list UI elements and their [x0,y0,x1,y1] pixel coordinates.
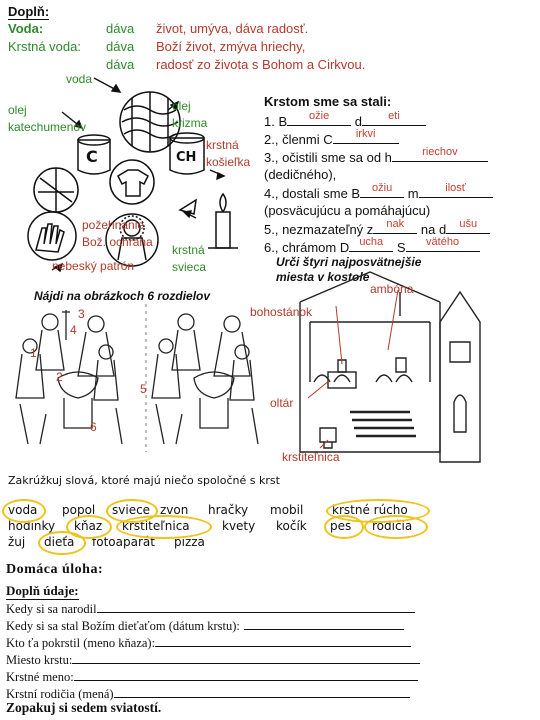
diff-number-4: 4 [70,323,77,337]
symbol-svieca-1: krstná [172,243,205,257]
symbol-olej-kr-2: krizma [172,116,208,130]
word-kvety: kvety [222,519,256,533]
row1-answer: život, umýva, dáva radosť. [156,21,309,36]
word-mobil: mobil [270,503,304,517]
task2-line-1: Urči štyri najposvätnejšie [276,255,422,269]
homework-line-2: Kedy si sa stal Božím dieťaťom (dátum kr… [6,617,404,634]
circle-mark-knaz [66,515,112,539]
blank: vätého [405,236,480,252]
row2-answer: Boží život, zmýva hriechy, [156,39,306,54]
krstom-line-3b: (dedičného), [264,167,337,182]
krstom-title: Krstom sme sa stali: [264,94,392,109]
circle-mark-dieta [38,531,86,555]
blank[interactable] [113,685,410,698]
blank[interactable] [155,634,412,647]
homework-line-3: Kto ťa pokrstil (meno kňaza): [6,634,412,651]
blank[interactable] [243,617,404,630]
circle-mark-rodicia [364,515,428,539]
blank: nak [373,218,418,234]
circle-mark-krstitelnica [116,515,212,539]
homework-subtitle: Doplň údaje: [6,583,79,600]
symbol-poz-2: Bož. ochrana [82,235,153,249]
circle-mark-pes [324,515,364,539]
symbol-kosiel-1: krstná [206,138,239,152]
row1-label: Voda: [8,21,44,36]
diff-number-1: 1 [30,346,37,360]
baptism-scene-illustration [15,304,259,452]
circle-task-title: Zakrúžkuj slová, ktoré majú niečo spoloč… [8,474,280,487]
word-pizza: pizza [174,535,205,549]
homework-line-6: Krstní rodičia (mená) [6,685,410,702]
diff-number-2: 2 [56,370,63,384]
symbol-olej-kat-2: katechumenov [8,120,87,134]
symbol-olej-kat-1: olej [8,103,27,117]
symbol-poz-1: požehnanie [82,218,145,232]
baptism-symbols-illustration: C CH [27,77,238,273]
blank: eti [361,110,426,126]
blank: ožiu [360,182,405,198]
homework-line-1: Kedy si sa narodil [6,600,415,617]
church-label-oltar: oltár [270,396,294,410]
homework-title: Domáca úloha: [6,562,104,577]
row1-mid: dáva [106,21,135,36]
svg-text:C: C [86,147,98,166]
diff-number-3: 3 [78,307,85,321]
homework-line-5: Krstné meno: [6,668,418,685]
word-zvon: zvon [160,503,189,517]
word-fotoaparat: fotoaparát [92,535,155,549]
row3-mid: dáva [106,57,135,72]
page-title: Doplň: [8,4,50,20]
word-kocik: kočík [276,519,307,533]
blank: ušu [446,218,491,234]
blank: irkvi [332,128,399,144]
blank: ucha [349,236,394,252]
church-label-krstitelnica: krstiteľnica [282,450,340,464]
blank: riechov [391,146,488,162]
blank[interactable] [96,600,415,613]
row3-answer: radosť zo života s Bohom a Cirkvou. [156,57,366,72]
symbol-olej-kr-1: olej [172,99,191,113]
word-hracky: hračky [208,503,249,517]
blank[interactable] [73,668,418,681]
blank[interactable] [72,651,421,664]
church-illustration [299,271,481,463]
blank: ožie [287,110,352,126]
symbol-svieca-2: svieca [172,260,207,274]
homework-line-4: Miesto krstu: [6,651,421,668]
task2-line-2: miesta v kostole [276,270,370,284]
circle-mark-voda [2,499,46,523]
diff-number-6: 6 [90,420,97,434]
row2-mid: dáva [106,39,135,54]
symbol-kosiel-2: košieľka [206,155,251,169]
church-label-bohostanok: bohostánok [250,305,313,319]
diff-title: Nájdi na obrázkoch 6 rozdielov [34,289,211,303]
svg-text:CH: CH [176,150,196,165]
blank: ilosť [418,182,493,198]
word-zuj: žuj [8,535,26,549]
footer-note: Zopakuj si sedem sviatostí. [6,700,162,715]
symbol-voda: voda [66,72,93,86]
word-popol: popol [62,503,96,517]
symbol-patron: nebeský patrón [52,259,135,273]
diff-number-5: 5 [140,382,147,396]
church-label-ambona: ambóna [370,282,414,296]
krstom-line-4b: (posväcujúcu a pomáhajúcu) [264,203,431,218]
row2-label: Krstná voda: [8,39,81,54]
